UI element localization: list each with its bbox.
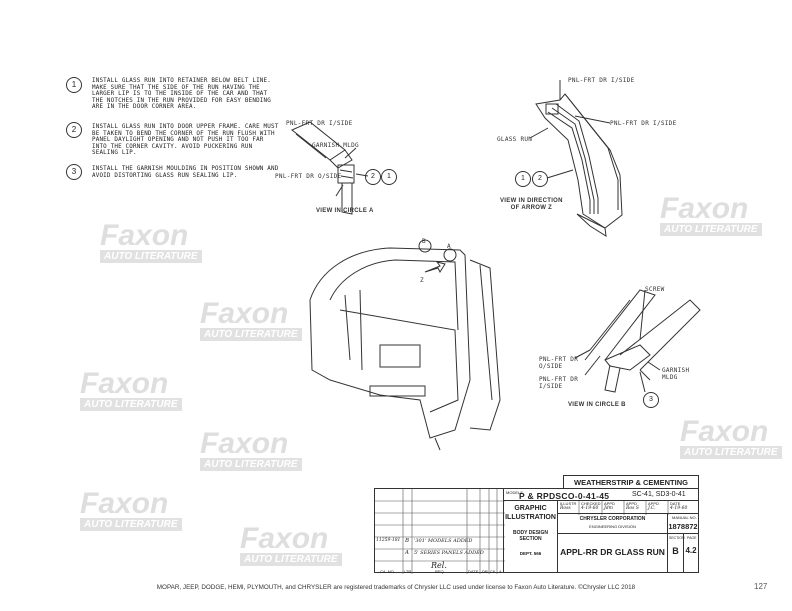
rev-header: CK	[490, 569, 496, 574]
label-garnish: GARNISH MLDG	[662, 367, 690, 381]
rev-release: Rel.	[431, 561, 447, 570]
signature: 4-19-60	[670, 506, 688, 511]
signature-row: ILLUSTR CHECKED APPD APPD APPD DATE Ross…	[557, 500, 699, 515]
body-design-section: BODY DESIGN SECTION	[513, 530, 548, 542]
page-label: PAGE	[687, 536, 697, 540]
graphic-section: GRAPHIC ILLUSTRATION BODY DESIGN SECTION…	[503, 500, 558, 573]
page-number: 127	[754, 582, 768, 591]
section-value: B	[672, 546, 679, 556]
step-number: 1	[66, 77, 82, 93]
page-box: PAGE 4.2	[683, 533, 699, 573]
label-garnish: GARNISH MLDG	[312, 142, 359, 149]
step-number: 3	[66, 164, 82, 180]
label-screw: SCREW	[645, 286, 665, 293]
trademark-notice: MOPAR, JEEP, DODGE, HEMI, PLYMOUTH, and …	[156, 584, 636, 591]
label-pnl-inside: PNL-FRT DR I/SIDE	[539, 376, 579, 390]
label-pnl-top: PNL-FRT DR I/SIDE	[568, 77, 635, 84]
drawing-title: APPL-RR DR GLASS RUN	[560, 547, 665, 557]
models: P & RPDSCO-0-41-45	[519, 491, 610, 501]
callout: 2	[365, 169, 381, 185]
callout: 1	[381, 169, 397, 185]
sign-header: APPD	[626, 501, 637, 506]
label-b: B	[422, 238, 426, 245]
rev-header: LTR	[404, 569, 412, 574]
door-drawing	[309, 239, 501, 451]
step-text: INSTALL GLASS RUN INTO DOOR UPPER FRAME.…	[92, 123, 279, 157]
step-number: 2	[66, 122, 82, 138]
view-a-drawing	[291, 121, 369, 215]
revision-table: 11259-181 B '301' MODELS ADDED A 5' SERI…	[374, 488, 505, 574]
title-header: WEATHERSTRIP & CEMENTING	[574, 478, 688, 487]
callout: 3	[643, 392, 659, 408]
view-b-drawing	[574, 289, 701, 393]
rev-req: '301' MODELS ADDED	[414, 538, 473, 544]
division: ENGINEERING DIVISION	[589, 524, 636, 529]
label-pnl-inside: PNL-FRT DR I/SIDE	[286, 120, 353, 127]
rev-ca-no: 11259-181	[376, 538, 401, 543]
manual-number: 1878872	[668, 522, 698, 531]
callout: 2	[532, 171, 548, 187]
signature: Ros S	[626, 506, 639, 511]
rev-header: REQ	[435, 569, 444, 574]
signature: Jdm	[604, 506, 613, 511]
view-z-caption: VIEW IN DIRECTION OF ARROW Z	[500, 198, 563, 211]
label-pnl-right: PNL-FRT DR I/SIDE	[610, 120, 677, 127]
view-a-caption: VIEW IN CIRCLE A	[316, 208, 374, 214]
rev-ltr: A	[405, 550, 409, 556]
rev-req: 5' SERIES PANELS ADDED	[414, 550, 484, 556]
corporation-box: CHRYSLER CORPORATION ENGINEERING DIVISIO…	[557, 513, 668, 534]
title-header-box: WEATHERSTRIP & CEMENTING	[563, 475, 699, 489]
sign-header: CHECKED	[581, 501, 601, 506]
view-z-drawing	[529, 80, 623, 237]
dept: DEPT. 566	[519, 551, 542, 556]
label-pnl-outside: PNL-FRT DR O/SIDE	[539, 356, 579, 370]
section-label: SECTION	[669, 536, 685, 540]
view-b-caption: VIEW IN CIRCLE B	[568, 402, 626, 408]
rev-header: CA. NO.	[380, 569, 395, 574]
signature: 4-19-60	[581, 506, 599, 511]
signature: J.C.	[648, 506, 656, 511]
label-a: A	[447, 243, 451, 250]
sign-header: APPD	[648, 501, 659, 506]
label-z: Z	[420, 277, 424, 284]
graphic-illustration: GRAPHIC ILLUSTRATION	[505, 505, 556, 521]
corporation: CHRYSLER CORPORATION	[579, 516, 646, 522]
models-extra: SC-41, SD3-0-41	[632, 491, 686, 498]
models-label: MODELS	[506, 490, 523, 495]
manual-box: MANUAL NO. 1878872	[667, 513, 699, 534]
step-text: INSTALL THE GARNISH MOULDING IN POSITION…	[92, 165, 279, 179]
label-pnl-outside: PNL-FRT DR O/SIDE	[275, 173, 342, 180]
rev-header: DATE	[468, 569, 479, 574]
manual-label: MANUAL NO.	[672, 515, 697, 520]
rev-header: A	[499, 569, 502, 574]
page-value: 4.2	[685, 546, 697, 555]
callout: 1	[515, 171, 531, 187]
rev-ltr: B	[405, 538, 410, 544]
sign-header: APPD	[604, 501, 615, 506]
step-text: INSTALL GLASS RUN INTO RETAINER BELOW BE…	[92, 77, 272, 111]
rev-header: DR	[482, 569, 488, 574]
sign-header: DATE	[670, 501, 681, 506]
section-box: SECTION B	[667, 533, 685, 573]
signature: Ross	[560, 506, 571, 511]
drawing-title-box: APPL-RR DR GLASS RUN	[557, 533, 668, 573]
label-glass-run: GLASS RUN	[497, 136, 533, 143]
sign-header: ILLUSTR	[560, 501, 577, 506]
